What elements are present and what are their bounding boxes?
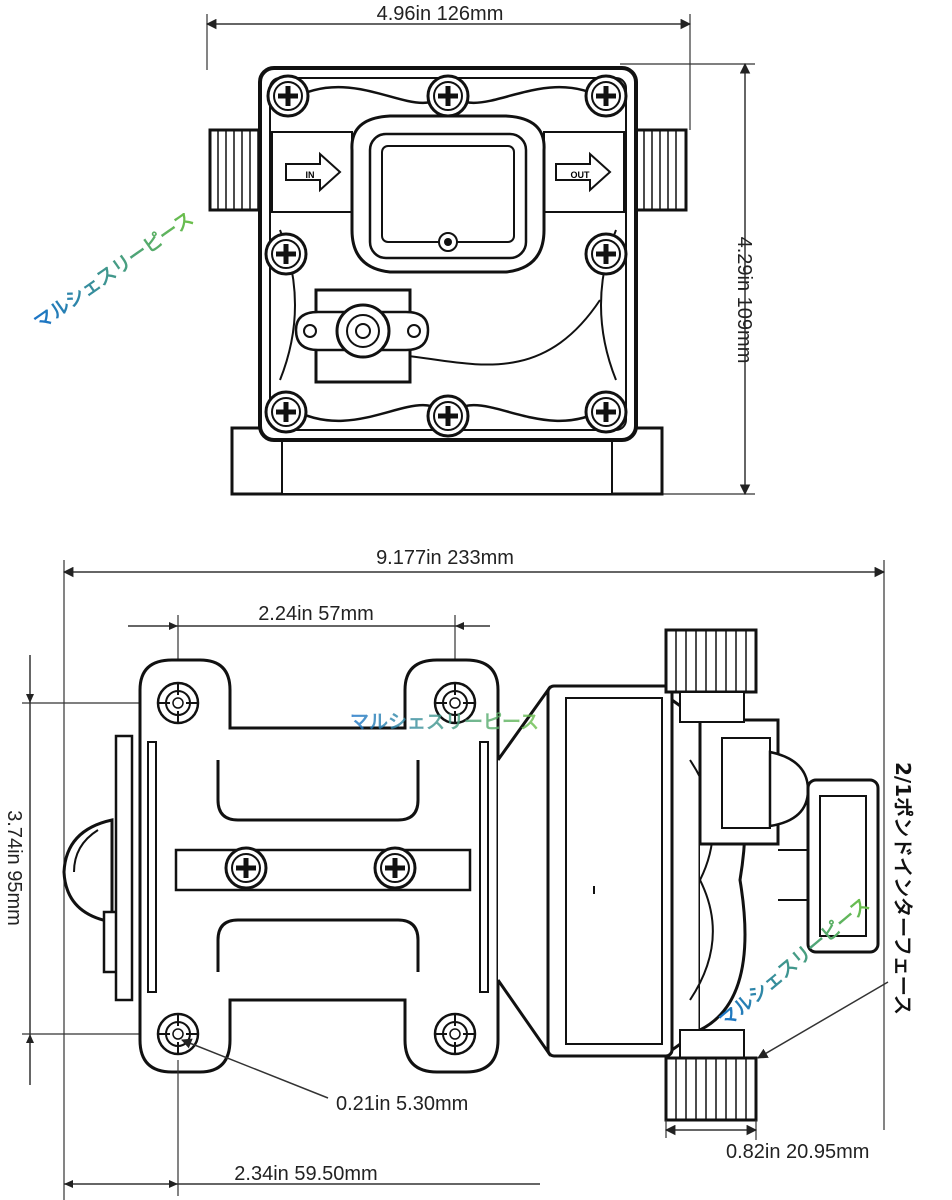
offset-label: 2.34in 59.50mm	[234, 1163, 377, 1185]
hole-diameter-label: 0.21in 5.30mm	[336, 1093, 468, 1115]
adjustment-screw	[294, 288, 430, 384]
side-length-label: 9.177in 233mm	[376, 547, 514, 569]
top-height-dimension: 4.29in 109mm	[620, 62, 755, 496]
motor-end-cap	[62, 734, 134, 1002]
top-height-label: 4.29in 109mm	[733, 237, 755, 364]
pump-body	[546, 684, 880, 1058]
pressure-switch-cap	[350, 114, 546, 274]
motor-housing	[496, 685, 550, 1057]
out-marking: OUT	[571, 170, 591, 180]
offset-dimension: 2.34in 59.50mm	[64, 1060, 540, 1196]
outlet-arrow-icon: OUT	[555, 151, 612, 193]
top-width-dimension: 4.96in 126mm	[205, 3, 692, 130]
hole-diameter-leader: 0.21in 5.30mm	[181, 1038, 468, 1115]
inlet-arrow-icon: IN	[285, 151, 342, 193]
in-marking: IN	[306, 170, 315, 180]
interface-leader: 2/1ポンドインターフェース	[757, 762, 915, 1059]
mount-spacing-label: 2.24in 57mm	[258, 603, 374, 625]
side-watermark-center: マルシェスリーピース	[350, 711, 539, 733]
top-watermark: マルシェスリーピース	[30, 208, 197, 334]
mounting-bracket	[138, 658, 500, 1074]
side-height-label: 3.74in 95mm	[3, 810, 25, 926]
interface-label: 2/1ポンドインターフェース	[891, 762, 915, 1015]
port-width-dimension: 0.82in 20.95mm	[664, 1120, 869, 1163]
side-view: 9.177in 233mm 2.24in 57mm 3.74in 95mm	[3, 547, 915, 1200]
top-width-label: 4.96in 126mm	[377, 3, 504, 25]
side-inlet-port	[664, 1029, 758, 1122]
top-view: 4.96in 126mm 4.29in 109mm	[30, 3, 755, 496]
port-width-label: 0.82in 20.95mm	[726, 1141, 869, 1163]
side-outlet-port	[664, 628, 758, 723]
